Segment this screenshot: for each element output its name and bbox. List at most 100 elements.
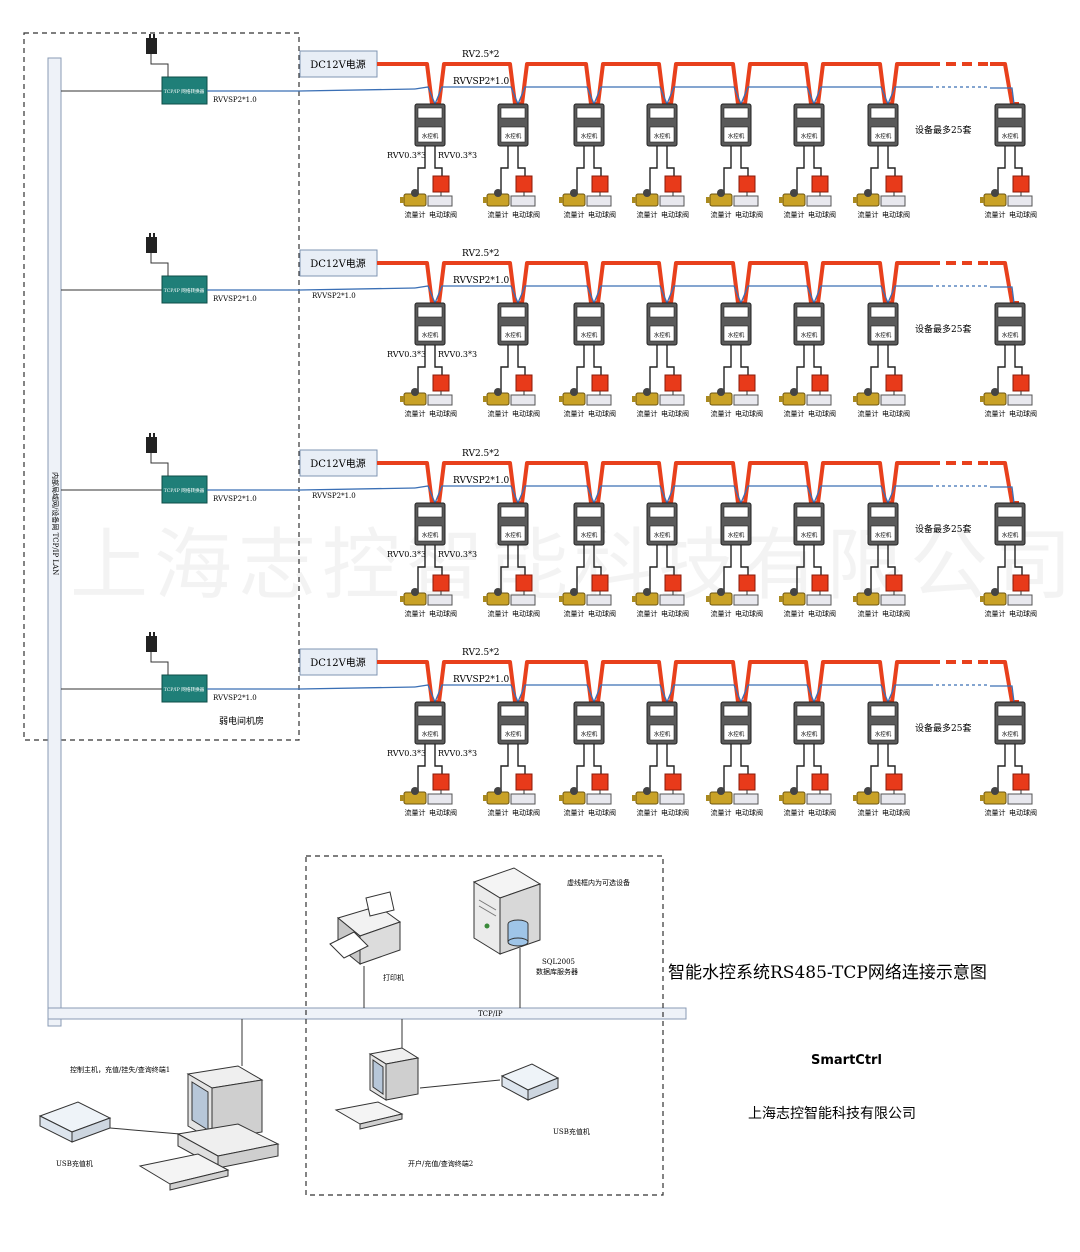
signal-cable-label: RVVSP2*1.0: [453, 276, 509, 286]
signal-bus-end: [990, 486, 1015, 504]
valve-label: 电动球阀: [1009, 210, 1037, 219]
ball-valve-icon: [1012, 773, 1030, 791]
controller-label: 水控机: [1002, 331, 1019, 339]
tcp-bus: [47, 1007, 687, 1020]
controller-label: 水控机: [728, 730, 745, 738]
water-controller-unit: 水控机流量计电动球阀: [559, 701, 616, 817]
valve-label: 电动球阀: [588, 808, 616, 817]
converter-cable-label: RVVSP2*1.0: [213, 96, 257, 104]
controller-label: 水控机: [728, 531, 745, 539]
sensor-cable-label-b: RVV0.3*3: [438, 550, 477, 559]
signal-bus-end: [990, 685, 1015, 703]
controller-label: 水控机: [801, 132, 818, 140]
valve-label: 电动球阀: [1009, 409, 1037, 418]
mid-cable-label: RVVSP2*1.0: [312, 492, 356, 500]
ball-valve-icon: [885, 374, 903, 392]
lan-backbone: [47, 57, 62, 1027]
brand-name: SmartCtrl: [811, 1053, 882, 1068]
network-converter: [161, 475, 208, 504]
power-cable-label: RV2.5*2: [462, 50, 500, 60]
client2-computer: [334, 1047, 420, 1130]
flow-meter-label: 流量计: [405, 210, 426, 219]
reader2-label: USB充值机: [553, 1127, 590, 1136]
mid-cable-label: RVVSP2*1.0: [312, 292, 356, 300]
power-supply-label: DC12V电源: [310, 257, 366, 270]
client2-label: 开户/充值/查询终端2: [408, 1159, 473, 1168]
power-supply-label: DC12V电源: [310, 656, 366, 669]
max-devices-label: 设备最多25套: [915, 523, 971, 535]
water-controller-unit: 水控机流量计电动球阀: [483, 502, 540, 618]
controller-label: 水控机: [875, 132, 892, 140]
max-devices-label: 设备最多25套: [915, 124, 971, 136]
flow-meter-label: 流量计: [711, 409, 732, 418]
converter-label: TCP/IP 网络转换器: [164, 686, 205, 693]
sensor-cable-label-a: RVV0.3*3: [387, 350, 426, 359]
flow-meter-label: 流量计: [637, 409, 658, 418]
signal-bus-end: [990, 286, 1015, 304]
diagram-title: 智能水控系统RS485-TCP网络连接示意图: [668, 963, 987, 983]
server-note: 虚线框内为可选设备: [567, 878, 630, 887]
power-cable-label: RV2.5*2: [462, 249, 500, 259]
valve-label: 电动球阀: [808, 808, 836, 817]
water-controller-unit: 水控机流量计电动球阀: [706, 103, 763, 219]
controller-label: 水控机: [654, 132, 671, 140]
ball-valve-icon: [885, 773, 903, 791]
flow-meter-label: 流量计: [488, 210, 509, 219]
water-controller-unit: 水控机流量计电动球阀: [706, 302, 763, 418]
power-cable-label: RV2.5*2: [462, 648, 500, 658]
signal-bus-end: [990, 87, 1015, 105]
valve-label: 电动球阀: [882, 409, 910, 418]
water-controller-unit: 水控机流量计电动球阀: [980, 701, 1037, 817]
controller-label: 水控机: [422, 730, 439, 738]
ball-valve-icon: [664, 773, 682, 791]
flow-meter-label: 流量计: [985, 808, 1006, 817]
sensor-cable-label-a: RVV0.3*3: [387, 550, 426, 559]
sensor-cable-label-b: RVV0.3*3: [438, 151, 477, 160]
optional-equipment-box: [305, 855, 664, 1196]
water-controller-unit: 水控机流量计电动球阀: [483, 302, 540, 418]
water-controller-unit: 水控机流量计电动球阀: [400, 302, 457, 418]
valve-label: 电动球阀: [661, 609, 689, 618]
lan-backbone-label: 内部局域网/设备网 TCP/IP LAN: [51, 472, 60, 575]
controller-label: 水控机: [505, 531, 522, 539]
ball-valve-icon: [515, 773, 533, 791]
ball-valve-icon: [432, 574, 450, 592]
ball-valve-icon: [811, 175, 829, 193]
flow-meter-label: 流量计: [637, 808, 658, 817]
ball-valve-icon: [811, 574, 829, 592]
controller-label: 水控机: [422, 132, 439, 140]
power-supply-label: DC12V电源: [310, 58, 366, 71]
dc12v-power-supply: [299, 449, 378, 477]
valve-label: 电动球阀: [808, 609, 836, 618]
power-adapter-icon: [146, 34, 169, 77]
client1-label: 控制主机，充值/挂失/查询终端1: [70, 1065, 170, 1074]
flow-meter-label: 流量计: [564, 210, 585, 219]
ball-valve-icon: [738, 175, 756, 193]
flow-meter-label: 流量计: [985, 609, 1006, 618]
signal-cable-label: RVVSP2*1.0: [453, 77, 509, 87]
flow-meter-label: 流量计: [405, 609, 426, 618]
controller-label: 水控机: [505, 331, 522, 339]
ball-valve-icon: [515, 374, 533, 392]
flow-meter-label: 流量计: [564, 409, 585, 418]
controller-label: 水控机: [1002, 132, 1019, 140]
ball-valve-icon: [591, 773, 609, 791]
controller-label: 水控机: [422, 531, 439, 539]
water-controller-unit: 水控机流量计电动球阀: [779, 302, 836, 418]
power-cable-label: RV2.5*2: [462, 449, 500, 459]
flow-meter-label: 流量计: [488, 808, 509, 817]
controller-group: TCP/IP 网络转换器RVVSP2*1.0DC12V电源RV2.5*2RVVS…: [61, 34, 1037, 219]
network-converter: [161, 674, 208, 703]
converter-cable-label: RVVSP2*1.0: [213, 295, 257, 303]
server-db-label: SQL2005: [542, 958, 575, 966]
ball-valve-icon: [515, 175, 533, 193]
water-controller-unit: 水控机流量计电动球阀: [559, 502, 616, 618]
flow-meter-label: 流量计: [564, 808, 585, 817]
ball-valve-icon: [591, 175, 609, 193]
flow-meter-label: 流量计: [405, 808, 426, 817]
water-controller-unit: 水控机流量计电动球阀: [559, 103, 616, 219]
network-converter: [161, 275, 208, 304]
controller-label: 水控机: [581, 132, 598, 140]
client1-computer: [138, 1065, 280, 1191]
converter-cable-label: RVVSP2*1.0: [213, 694, 257, 702]
